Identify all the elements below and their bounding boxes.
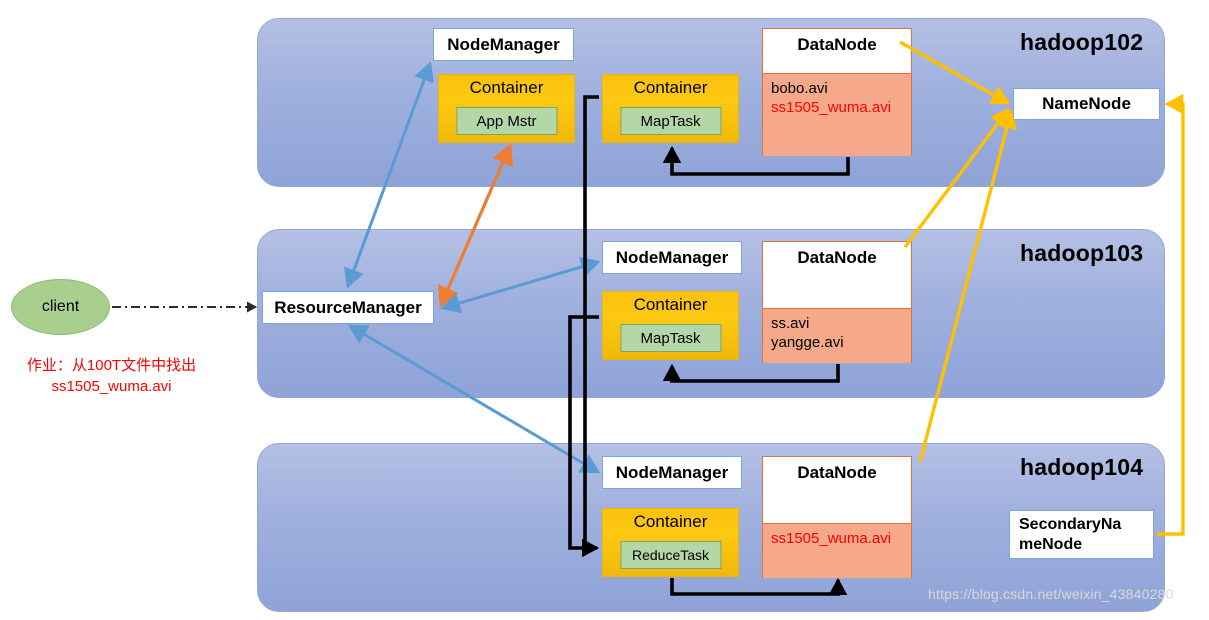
container-maptask-hadoop103[interactable]: Container MapTask <box>602 291 739 360</box>
arrow-rm-nodemanager-103 <box>440 256 601 314</box>
container-title: Container <box>633 512 708 531</box>
node-manager-hadoop102[interactable]: NodeManager <box>433 28 574 61</box>
arrow-rm-appmstr <box>437 143 514 308</box>
container-app-mstr[interactable]: Container App Mstr <box>438 74 575 143</box>
job-description-note: 作业：从100T文件中找出 ss1505_wuma.avi <box>26 357 197 395</box>
arrow-maptask103-to-reducetask <box>568 315 599 550</box>
datanode-blocks: bobo.avi ss1505_wuma.avi <box>763 73 911 156</box>
arrow-rm-nodemanager-102 <box>343 61 435 289</box>
container-title: Container <box>633 295 708 314</box>
arrow-secondarynamenode-to-namenode <box>1157 93 1185 536</box>
datanode-hadoop102[interactable]: DataNode bobo.avi ss1505_wuma.avi <box>762 28 912 156</box>
block-name: ss1505_wuma.avi <box>771 530 892 547</box>
arrow-datanode102-to-maptask102 <box>662 145 850 176</box>
task-app-mstr[interactable]: App Mstr <box>456 107 557 135</box>
arrow-rm-nodemanager-104 <box>347 324 601 474</box>
datanode-title: DataNode <box>797 35 877 54</box>
arrow-reducetask-to-datanode104 <box>670 577 848 596</box>
arrow-datanode103-to-namenode <box>903 107 1010 249</box>
container-maptask-hadoop102[interactable]: Container MapTask <box>602 74 739 143</box>
block-name: ss.avi <box>771 315 810 332</box>
rack-label-hadoop103: hadoop103 <box>1020 240 1144 266</box>
container-reducetask[interactable]: Container ReduceTask <box>602 508 739 577</box>
task-reducetask[interactable]: ReduceTask <box>620 541 721 569</box>
secondary-name-node-label: SecondaryNa meNode <box>1019 515 1122 553</box>
block-name: bobo.avi <box>771 80 828 97</box>
block-name: yangge.avi <box>771 334 844 351</box>
datanode-blocks: ss1505_wuma.avi <box>763 523 911 578</box>
node-manager-hadoop103[interactable]: NodeManager <box>602 241 742 274</box>
client-node[interactable]: client <box>11 279 110 335</box>
arrow-maptask102-to-reducetask <box>581 95 600 558</box>
arrow-datanode103-to-maptask103 <box>662 363 840 383</box>
task-maptask-hadoop102[interactable]: MapTask <box>620 107 721 135</box>
container-title: Container <box>633 78 708 97</box>
datanode-title: DataNode <box>797 248 877 267</box>
resource-manager-box[interactable]: ResourceManager <box>262 291 434 324</box>
datanode-title: DataNode <box>797 463 877 482</box>
arrow-datanode102-to-namenode <box>899 40 1011 105</box>
watermark: https://blog.csdn.net/weixin_43840280 <box>928 586 1174 602</box>
rack-label-hadoop102: hadoop102 <box>1020 29 1144 55</box>
name-node-box[interactable]: NameNode <box>1013 88 1160 120</box>
rack-label-hadoop104: hadoop104 <box>1020 454 1144 480</box>
task-maptask-hadoop103[interactable]: MapTask <box>620 324 721 352</box>
secondary-name-node-box[interactable]: SecondaryNa meNode <box>1009 510 1154 559</box>
datanode-blocks: ss.avi yangge.avi <box>763 308 911 363</box>
datanode-hadoop103[interactable]: DataNode ss.avi yangge.avi <box>762 241 912 363</box>
arrow-datanode104-to-namenode <box>918 109 1017 463</box>
node-manager-hadoop104[interactable]: NodeManager <box>602 456 742 489</box>
container-title: Container <box>469 78 544 97</box>
block-name: ss1505_wuma.avi <box>771 99 892 116</box>
datanode-hadoop104[interactable]: DataNode ss1505_wuma.avi <box>762 456 912 578</box>
